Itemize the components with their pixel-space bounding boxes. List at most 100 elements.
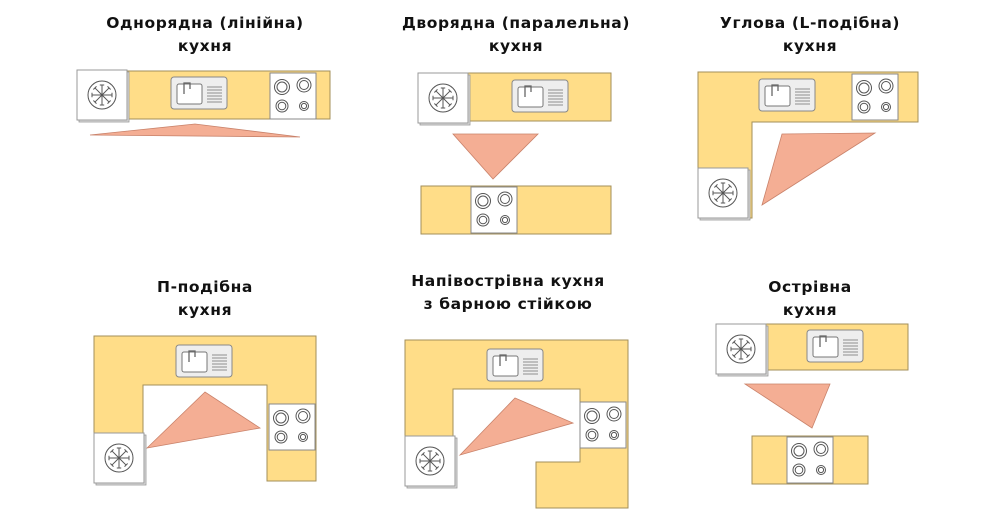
layout-title-island-line2: кухня: [783, 301, 837, 319]
fridge-ray-tick: [435, 452, 439, 456]
work-triangle: [458, 397, 575, 456]
burner-small-inner: [610, 431, 618, 439]
fridge-ray: [740, 348, 749, 357]
fridge-ray: [733, 341, 742, 350]
burner-large-inner: [816, 444, 826, 454]
fridge-ray: [94, 87, 103, 96]
fridge-icon: [715, 323, 769, 377]
sink-tap: [819, 335, 827, 347]
fridge-ray: [111, 457, 120, 466]
burner-small-inner: [817, 466, 825, 474]
layout-parallel: Дворядна (паралельна) кухня: [402, 14, 630, 235]
burner-large-inner: [858, 82, 870, 94]
sink-icon: [486, 348, 544, 382]
burner-small-inner: [299, 433, 307, 441]
fridge-ray: [429, 453, 438, 462]
fridge-ray: [715, 192, 724, 201]
fridge-icon: [93, 432, 147, 486]
fridge-icon: [417, 72, 471, 126]
stove-icon: [579, 401, 627, 449]
fridge-ray-tick: [714, 198, 718, 202]
stove-icon: [269, 72, 317, 120]
sink-icon: [511, 79, 569, 113]
fridge-ray-tick: [448, 89, 452, 93]
layout-peninsula: Напівострівна кухня з барною стійкою: [404, 272, 629, 509]
burner-large-inner: [298, 411, 308, 421]
fridge-ray: [722, 185, 731, 194]
fridge-ray-tick: [728, 184, 732, 188]
fridge-ray: [118, 457, 127, 466]
fridge-ray-tick: [732, 340, 736, 344]
burner-small-inner: [276, 432, 286, 442]
fridge-ray-tick: [93, 100, 97, 104]
fridge-icon: [404, 435, 458, 489]
fridge-ray: [442, 97, 451, 106]
burner-large-inner: [881, 81, 891, 91]
fridge-ray: [722, 192, 731, 201]
fridge-ray: [101, 94, 110, 103]
layout-title-peninsula-line1: Напівострівна кухня: [411, 272, 605, 290]
fridge-ray-tick: [746, 354, 750, 358]
fridge-ray: [101, 87, 110, 96]
fridge-ray-tick: [728, 198, 732, 202]
layout-title-u-shaped-line2: кухня: [178, 301, 232, 319]
layout-title-u-shaped-line1: П-подібна: [157, 278, 253, 296]
fridge-ray: [429, 460, 438, 469]
layout-title-l-shaped-line1: Углова (L-подібна): [720, 14, 900, 32]
layout-title-single-row-line1: Однорядна (лінійна): [106, 14, 303, 32]
fridge-ray-tick: [448, 103, 452, 107]
burner-large-inner: [299, 80, 309, 90]
burner-large-inner: [793, 445, 805, 457]
work-triangle: [89, 123, 301, 138]
layout-title-single-row-line2: кухня: [178, 37, 232, 55]
fridge-ray-tick: [421, 452, 425, 456]
fridge-ray-tick: [110, 449, 114, 453]
burner-large-inner: [586, 410, 598, 422]
fridge-ray: [435, 90, 444, 99]
stove-icon: [268, 403, 316, 451]
fridge-ray: [715, 185, 724, 194]
burner-small-inner: [300, 102, 308, 110]
burner-large-inner: [609, 409, 619, 419]
fridge-ray: [733, 348, 742, 357]
fridge-icon: [697, 167, 751, 221]
sink-tap: [183, 82, 191, 94]
fridge-ray-tick: [732, 354, 736, 358]
fridge-ray: [442, 90, 451, 99]
layout-title-parallel-line1: Дворядна (паралельна): [402, 14, 630, 32]
layout-l-shaped: Углова (L-подібна) кухня: [697, 14, 919, 221]
fridge-ray-tick: [714, 184, 718, 188]
burner-large-inner: [477, 195, 489, 207]
layout-title-parallel-line2: кухня: [489, 37, 543, 55]
burner-small-inner: [587, 430, 597, 440]
fridge-ray-tick: [421, 466, 425, 470]
sink-icon: [170, 76, 228, 110]
sink-tap: [524, 85, 532, 97]
stove-icon: [786, 436, 834, 484]
burner-small-inner: [882, 103, 890, 111]
stove-icon: [851, 73, 899, 121]
layout-island: Острівна кухня: [715, 278, 909, 485]
fridge-ray: [740, 341, 749, 350]
burner-small-inner: [478, 215, 488, 225]
sink-icon: [758, 78, 816, 112]
fridge-icon: [76, 69, 130, 123]
fridge-ray-tick: [93, 86, 97, 90]
fridge-ray-tick: [110, 463, 114, 467]
fridge-box: [93, 432, 145, 484]
fridge-ray-tick: [124, 463, 128, 467]
burner-small-inner: [794, 465, 804, 475]
work-triangle: [452, 133, 539, 180]
sink-icon: [175, 344, 233, 378]
fridge-ray: [422, 460, 431, 469]
fridge-ray: [422, 453, 431, 462]
layout-title-peninsula-line2: з барною стійкою: [424, 295, 593, 313]
fridge-ray-tick: [124, 449, 128, 453]
fridge-ray-tick: [435, 466, 439, 470]
layout-title-island-line1: Острівна: [768, 278, 852, 296]
layout-single-row: Однорядна (лінійна) кухня: [76, 14, 331, 138]
work-triangle: [145, 391, 262, 449]
layout-title-l-shaped-line2: кухня: [783, 37, 837, 55]
burner-large-inner: [275, 412, 287, 424]
